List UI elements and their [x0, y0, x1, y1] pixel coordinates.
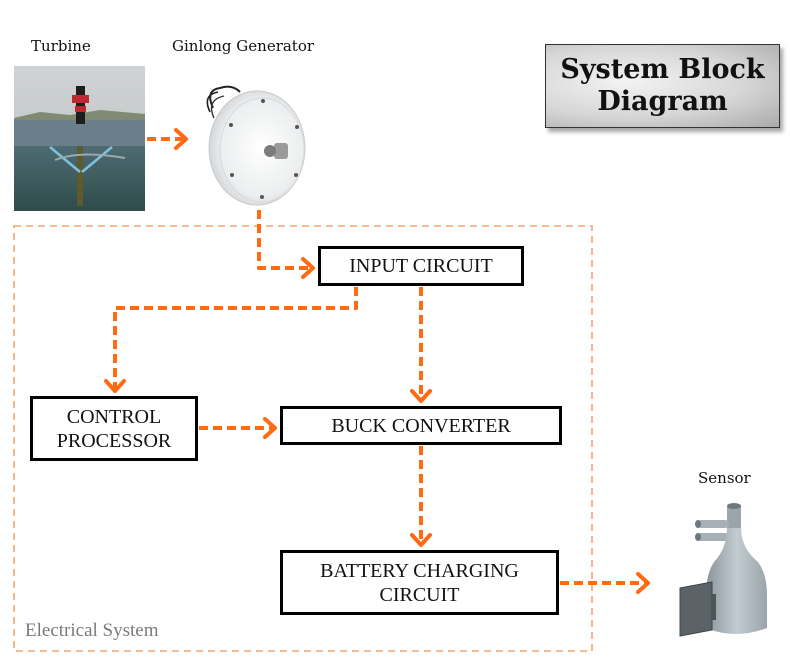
arrow-line [257, 210, 313, 270]
arrow-head-icon [174, 128, 188, 150]
arrow-line [113, 287, 358, 391]
battery-charging-block: BATTERY CHARGING CIRCUIT [280, 550, 559, 615]
arrow-head-icon [410, 533, 432, 547]
arrow-head-icon [104, 379, 126, 393]
connection-arrows [104, 128, 650, 594]
input-circuit-label: INPUT CIRCUIT [349, 255, 493, 277]
electrical-system-label: Electrical System [25, 620, 159, 641]
control-processor-block: CONTROL PROCESSOR [30, 396, 198, 461]
arrow-turbine-to-generator [147, 128, 188, 150]
generator-image [206, 85, 306, 206]
arrow-head-icon [410, 389, 432, 403]
turbine-image [14, 66, 145, 211]
arrow-head-icon [301, 257, 315, 279]
diagram-title-line1: System Block [560, 54, 765, 85]
diagram-title-line2: Diagram [597, 86, 728, 117]
control-processor-label-line2: PROCESSOR [56, 429, 172, 452]
input-circuit-block: INPUT CIRCUIT [318, 246, 524, 286]
arrow-head-icon [636, 572, 650, 594]
turbine-label: Turbine [31, 37, 91, 55]
buck-converter-block: BUCK CONVERTER [280, 406, 562, 445]
arrow-control-processor-to-buck-converter [199, 417, 277, 439]
arrow-buck-converter-to-battery-charging [410, 446, 432, 547]
electrical-system-frame [13, 225, 593, 652]
generator-label: Ginlong Generator [172, 37, 315, 55]
control-processor-label-line1: CONTROL [66, 405, 162, 428]
arrow-battery-charging-to-sensor [560, 572, 650, 594]
sensor-label: Sensor [698, 469, 751, 487]
arrow-input-circuit-to-control-processor [104, 287, 358, 393]
battery-charging-label-line2: CIRCUIT [379, 583, 460, 606]
buck-converter-label: BUCK CONVERTER [331, 414, 511, 437]
arrow-input-circuit-to-buck-converter [410, 287, 432, 403]
diagram-title: System Block Diagram [545, 44, 780, 128]
arrow-generator-to-input-circuit [257, 210, 315, 279]
sensor-image [679, 503, 767, 637]
arrow-head-icon [263, 417, 277, 439]
battery-charging-label-line1: BATTERY CHARGING [320, 559, 519, 582]
